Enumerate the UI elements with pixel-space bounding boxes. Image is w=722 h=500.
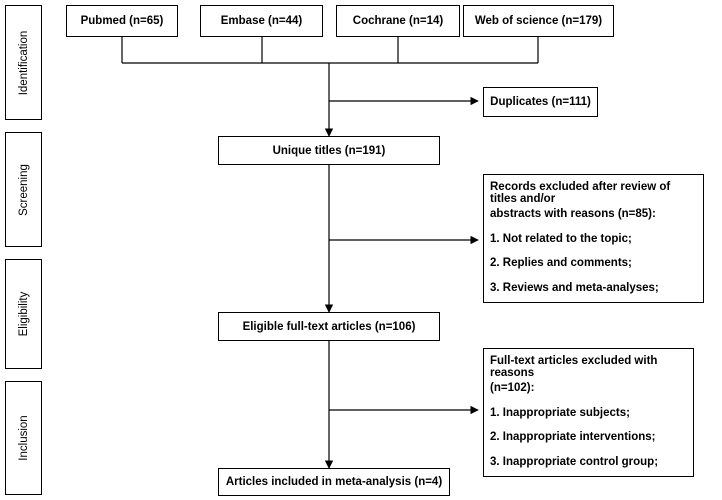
screening-exclusion-heading-2: abstracts with reasons (n=85): — [490, 208, 656, 220]
stage-identification-label: Identification — [17, 30, 30, 95]
duplicates-box: Duplicates (n=111) — [483, 87, 598, 117]
unique-titles-text: Unique titles (n=191) — [272, 144, 386, 157]
fulltext-exclusion-reason-3: 3. Inappropriate control group; — [490, 455, 659, 468]
fulltext-exclusion-reason-2: 2. Inappropriate interventions; — [490, 431, 656, 443]
screening-exclusion-reason-3: 3. Reviews and meta-analyses; — [490, 281, 659, 294]
stage-inclusion-label: Inclusion — [17, 415, 30, 461]
duplicates-text: Duplicates (n=111) — [490, 96, 591, 108]
eligible-box: Eligible full-text articles (n=106) — [218, 312, 440, 341]
included-text: Articles included in meta-analysis (n=4) — [225, 476, 443, 488]
screening-exclusion-box: Records excluded after review of titles … — [483, 174, 704, 303]
source-pubmed: Pubmed (n=65) — [66, 5, 178, 37]
source-cochrane-text: Cochrane (n=14) — [352, 15, 444, 27]
stage-inclusion: Inclusion — [5, 381, 42, 495]
fulltext-exclusion-heading-1: Full-text articles excluded with reasons — [490, 355, 658, 379]
screening-exclusion-heading-1: Records excluded after review of titles … — [490, 181, 671, 205]
screening-exclusion-reason-2: 2. Replies and comments; — [490, 257, 632, 269]
source-cochrane: Cochrane (n=14) — [336, 5, 460, 37]
eligible-text: Eligible full-text articles (n=106) — [242, 320, 416, 333]
stage-identification: Identification — [5, 5, 42, 120]
stage-eligibility: Eligibility — [5, 259, 42, 369]
fulltext-exclusion-box: Full-text articles excluded with reasons… — [483, 348, 694, 477]
source-pubmed-text: Pubmed (n=65) — [80, 15, 164, 27]
included-box: Articles included in meta-analysis (n=4) — [218, 468, 450, 496]
source-embase-text: Embase (n=44) — [220, 15, 303, 27]
unique-titles-box: Unique titles (n=191) — [218, 136, 440, 165]
stage-screening: Screening — [5, 132, 42, 247]
source-embase: Embase (n=44) — [200, 5, 323, 37]
stage-screening-label: Screening — [17, 163, 30, 216]
source-web-of-science: Web of science (n=179) — [463, 5, 614, 37]
fulltext-exclusion-reason-1: 1. Inappropriate subjects; — [490, 406, 630, 419]
fulltext-exclusion-heading-2: (n=102): — [490, 382, 535, 394]
screening-exclusion-reason-1: 1. Not related to the topic; — [490, 232, 632, 245]
stage-eligibility-label: Eligibility — [17, 291, 30, 337]
source-web-of-science-text: Web of science (n=179) — [474, 15, 603, 27]
